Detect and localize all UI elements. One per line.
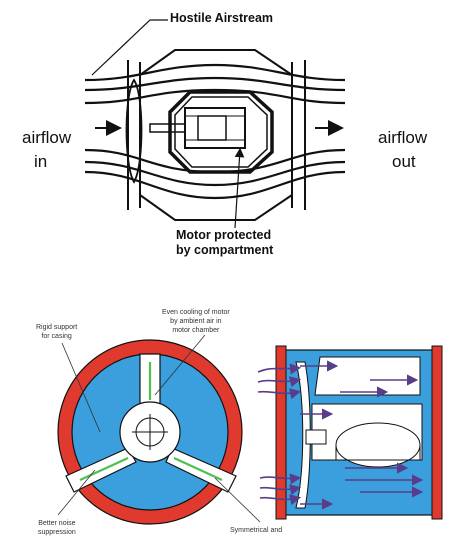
side-flow-arrow xyxy=(257,363,302,375)
side-motor-chamber xyxy=(314,356,421,396)
better-noise-line2: suppression xyxy=(38,529,76,536)
rigid-support-line2: for casing xyxy=(41,333,72,340)
even-cooling-line2: by ambient air in xyxy=(170,318,222,325)
airflow-in-label-line1: airflow xyxy=(22,128,72,147)
motor-protected-label-line1: Motor protected xyxy=(176,228,272,242)
motor-protected-label-line2: by compartment xyxy=(176,243,274,257)
casing-body xyxy=(139,49,293,221)
hostile-airstream-label: Hostile Airstream xyxy=(170,11,274,25)
airstream-lines xyxy=(84,63,346,200)
better-noise-label: Better noise suppression xyxy=(38,519,76,537)
fan-casing xyxy=(127,60,306,210)
side-impeller xyxy=(295,361,311,509)
symmetrical-line1: Symmetrical and xyxy=(230,527,283,534)
motor-compartment xyxy=(168,90,274,174)
airflow-out-label-line1: airflow xyxy=(378,128,428,147)
side-flange-right xyxy=(431,345,443,520)
side-flange-left xyxy=(275,345,287,520)
motor xyxy=(184,107,246,149)
symmetrical-label: Symmetrical and xyxy=(230,526,282,535)
motor-shaft xyxy=(149,123,186,133)
even-cooling-label: Even cooling of motor by ambient air in … xyxy=(162,308,230,335)
motor-leader xyxy=(234,147,245,229)
even-cooling-line1: Even cooling of motor xyxy=(162,309,230,316)
front-view-diagram xyxy=(57,334,261,525)
side-view-diagram xyxy=(257,345,443,520)
airflow-in-label-line2: in xyxy=(34,152,48,171)
hostile-leader xyxy=(91,19,168,76)
rigid-support-line1: Rigid support xyxy=(36,324,78,331)
impeller xyxy=(125,78,143,184)
rigid-support-label: Rigid support for casing xyxy=(36,323,77,341)
better-noise-line1: Better noise xyxy=(38,520,76,527)
airflow-out-label-line2: out xyxy=(392,152,416,171)
even-cooling-line3: motor chamber xyxy=(172,327,220,334)
inline-fan-diagram xyxy=(84,19,346,229)
